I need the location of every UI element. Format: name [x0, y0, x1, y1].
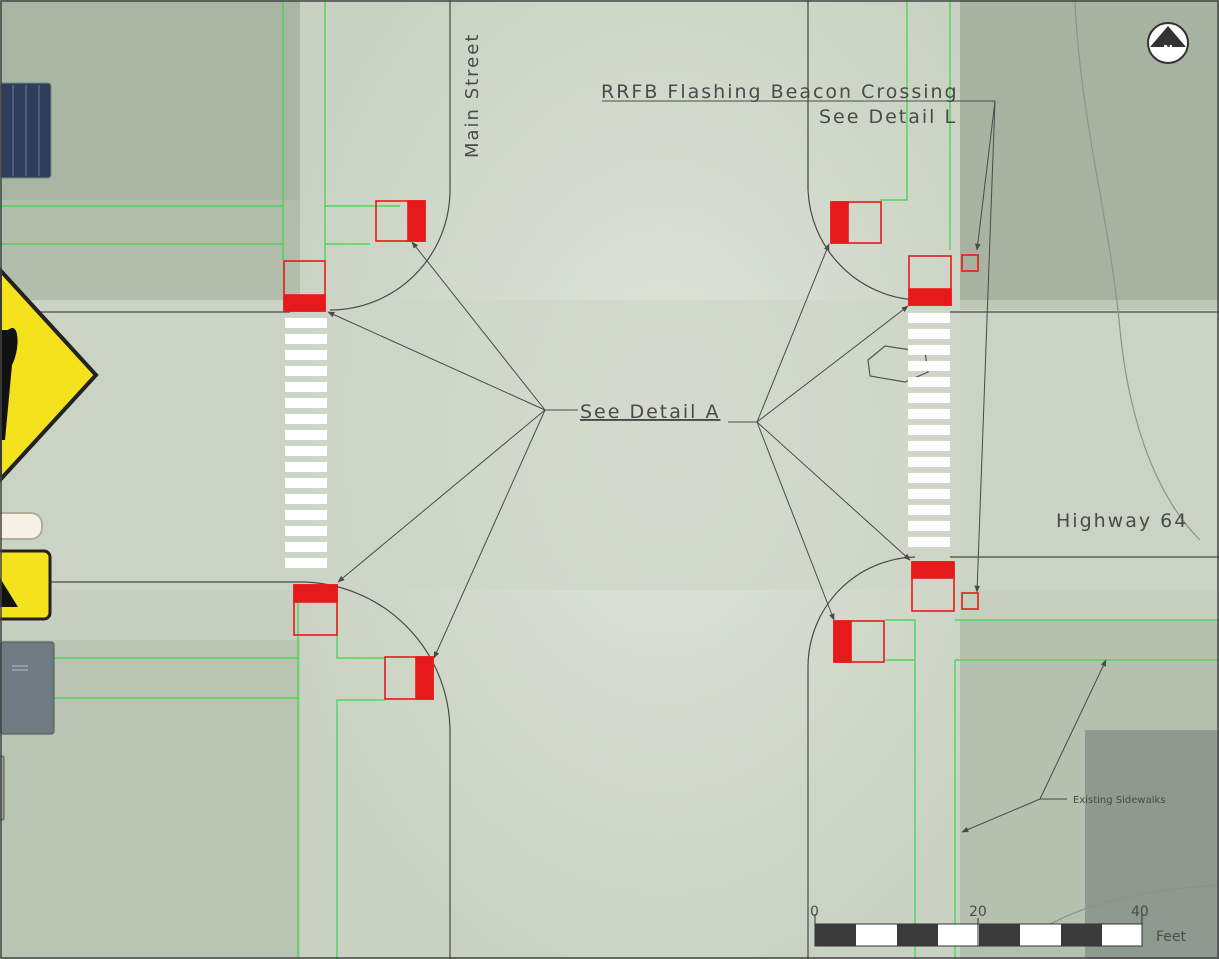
- crosswalk-bar: [285, 318, 327, 328]
- crosswalk-bar: [908, 505, 950, 515]
- crosswalk-bar: [908, 441, 950, 451]
- callout-rrfb-detail: See Detail L: [819, 106, 957, 128]
- crosswalk-bar: [908, 537, 950, 547]
- curb-ramp-nw-side: [283, 260, 326, 312]
- beacon-light-icon: [0, 512, 43, 540]
- rrfb-beacon-north: [961, 254, 979, 272]
- crosswalk-bar: [908, 409, 950, 419]
- crosswalk-bar: [285, 558, 327, 568]
- curb-ramp-se-side: [911, 561, 955, 612]
- north-arrow-icon: N: [1147, 22, 1189, 64]
- crosswalk-bar: [908, 425, 950, 435]
- arrow-plaque-sign-icon: [0, 549, 52, 621]
- crosswalk-bar: [908, 377, 950, 387]
- crosswalk-bar: [285, 526, 327, 536]
- solar-panel-icon: [0, 82, 52, 179]
- crosswalk-bar: [908, 361, 950, 371]
- curb-ramp-sw-bottom: [384, 656, 434, 700]
- crosswalk-bar: [908, 473, 950, 483]
- crosswalk-bar: [908, 313, 950, 323]
- crosswalk-bar: [285, 510, 327, 520]
- callout-detail-a: See Detail A: [580, 401, 721, 423]
- crosswalk-bar: [908, 329, 950, 339]
- crosswalk-west: [285, 318, 327, 568]
- crosswalk-bar: [285, 494, 327, 504]
- control-cabinet-icon: [0, 641, 55, 735]
- crosswalk-bar: [285, 430, 327, 440]
- crosswalk-bar: [908, 521, 950, 531]
- street-label-highway: Highway 64: [1056, 510, 1188, 532]
- street-label-main: Main Street: [462, 33, 483, 158]
- scale-unit: Feet: [1156, 929, 1187, 945]
- crosswalk-east: [908, 313, 950, 547]
- curb-ramp-se-bottom: [833, 620, 885, 663]
- scale-tick-0: 0: [810, 904, 819, 920]
- crosswalk-bar: [285, 414, 327, 424]
- curb-ramps: [283, 200, 979, 700]
- curb-ramp-ne-side: [908, 255, 952, 306]
- crosswalk-bar: [908, 457, 950, 467]
- pedestrian-warning-sign-icon: [0, 267, 99, 483]
- rrfb-beacon-south: [961, 592, 979, 610]
- crosswalk-bar: [285, 462, 327, 472]
- scale-tick-40: 40: [1131, 904, 1149, 920]
- crosswalk-bar: [285, 478, 327, 488]
- curb-ramp-nw-top: [375, 200, 426, 242]
- svg-text:N: N: [1163, 43, 1173, 57]
- callout-rrfb-title: RRFB Flashing Beacon Crossing: [601, 81, 959, 103]
- leader-lines: [327, 100, 1107, 833]
- scale-tick-20: 20: [969, 904, 987, 920]
- crosswalk-bar: [285, 382, 327, 392]
- crosswalk-bar: [285, 398, 327, 408]
- crosswalk-bar: [285, 542, 327, 552]
- crosswalk-bar: [908, 393, 950, 403]
- scale-bar: 0 20 40 Feet: [810, 904, 1187, 947]
- crosswalk-bar: [908, 345, 950, 355]
- crosswalk-bar: [285, 446, 327, 456]
- curb-ramp-sw-side: [293, 584, 338, 636]
- curb-ramp-ne-top: [830, 201, 882, 244]
- callout-existing-sidewalks: Existing Sidewalks: [1073, 795, 1166, 806]
- crosswalk-bar: [285, 334, 327, 344]
- crosswalk-bar: [285, 350, 327, 360]
- crosswalk-bar: [285, 366, 327, 376]
- crosswalk-bar: [908, 489, 950, 499]
